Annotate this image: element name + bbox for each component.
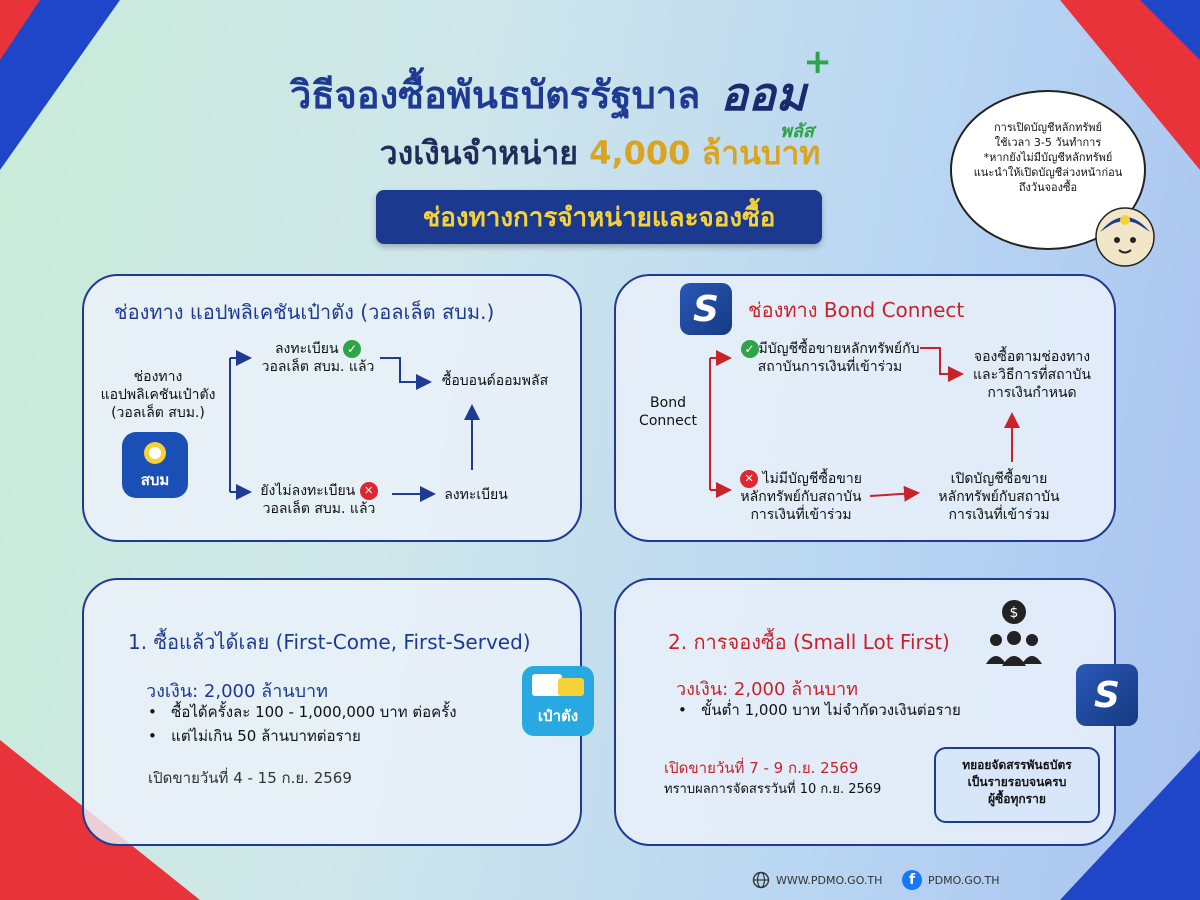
pao-tang-source-line-1: ช่องทาง (133, 369, 183, 385)
pao-tang-source-line-3: (วอลเล็ต สบม.) (111, 405, 205, 421)
open-account-line-1: เปิดบัญชีซื้อขาย (950, 471, 1048, 487)
bubble-line-1: การเปิดบัญชีหลักทรัพย์ (994, 121, 1102, 134)
small-lot-bullet-1: • ขั้นต่ำ 1,000 บาท ไม่จำกัดวงเงินต่อราย (678, 701, 961, 719)
reserve-line-3: การเงินกำหนด (987, 385, 1077, 401)
footer-website[interactable]: WWW.PDMO.GO.TH (752, 871, 882, 889)
subtitle-prefix: วงเงินจำหน่าย (379, 134, 579, 172)
facebook-text: PDMO.GO.TH (928, 873, 1000, 887)
first-come-bullet-1-text: ซื้อได้ครั้งละ 100 - 1,000,000 บาท ต่อคร… (171, 703, 457, 721)
reserve-line-2: และวิธีการที่สถาบัน (973, 367, 1091, 383)
bond-connect-source: Bond Connect (628, 394, 708, 430)
logo-sub: พลัส (780, 121, 814, 142)
no-account-line-2: หลักทรัพย์กับสถาบัน (740, 489, 862, 505)
check-icon: ✓ (740, 340, 759, 358)
bubble-line-4: แนะนำให้เปิดบัญชีล่วงหน้าก่อน (973, 166, 1123, 179)
first-come-amount: วงเงิน: 2,000 ล้านบาท (146, 681, 329, 702)
aom-plus-logo: ออม + พลัส (720, 42, 832, 142)
subtitle-amount: 4,000 ล้านบาท (589, 134, 821, 172)
first-come-bullet-1: • ซื้อได้ครั้งละ 100 - 1,000,000 บาท ต่อ… (148, 703, 457, 721)
not-registered-line-2: วอลเล็ต สบม. แล้ว (262, 501, 376, 517)
register-step: ลงทะเบียน (444, 487, 508, 503)
no-account-step: ✕ ไม่มีบัญชีซื้อขาย หลักทรัพย์กับสถาบัน … (726, 470, 876, 524)
bond-connect-source-line-2: Connect (639, 413, 697, 429)
qr-icon (532, 674, 562, 696)
website-text: WWW.PDMO.GO.TH (776, 873, 883, 887)
first-come-sale-period: เปิดขายวันที่ 4 - 15 ก.ย. 2569 (148, 769, 352, 787)
first-come-bullets: • ซื้อได้ครั้งละ 100 - 1,000,000 บาท ต่อ… (148, 700, 457, 748)
bond-connect-source-line-1: Bond (650, 395, 686, 411)
no-account-line-1: ไม่มีบัญชีซื้อขาย (762, 471, 862, 487)
bubble-line-5: ถึงวันจองซื้อ (1018, 181, 1078, 194)
pao-tang-source-line-2: แอปพลิเคชันเป๋าตัง (100, 387, 216, 403)
check-icon: ✓ (343, 340, 362, 358)
bond-connect-logo: S (1076, 664, 1138, 726)
svg-text:$: $ (1010, 605, 1019, 621)
has-account-step: ✓มีบัญชีซื้อขายหลักทรัพย์กับ สถาบันการเง… (730, 340, 930, 376)
pao-tang-app-icon: เป๋าตัง (522, 666, 594, 736)
bubble-line-2: ใช้เวลา 3-5 วันทำการ (994, 136, 1102, 149)
investors-money-icon: $ (986, 600, 1042, 666)
footer-facebook[interactable]: f PDMO.GO.TH (902, 870, 1000, 890)
cross-icon: ✕ (740, 470, 759, 488)
has-account-line-1: มีบัญชีซื้อขายหลักทรัพย์กับ (758, 341, 920, 357)
pao-tang-source: ช่องทาง แอปพลิเคชันเป๋าตัง (วอลเล็ต สบม.… (92, 368, 224, 422)
page-title: วิธีจองซื้อพันธบัตรรัฐบาล ออม + พลัส (290, 42, 832, 142)
no-account-line-3: การเงินที่เข้าร่วม (750, 507, 852, 523)
plus-icon: + (803, 42, 832, 82)
open-account-line-3: การเงินที่เข้าร่วม (948, 507, 1050, 523)
cross-icon: ✕ (359, 482, 378, 500)
not-registered-line-1: ยังไม่ลงทะเบียน (260, 483, 356, 499)
allocation-note: ทยอยจัดสรรพันธบัตร เป็นรายรอบจนครบ ผู้ซื… (934, 747, 1100, 823)
sbm-app-label: สบม (140, 471, 170, 489)
small-lot-bullet-1-text: ขั้นต่ำ 1,000 บาท ไม่จำกัดวงเงินต่อราย (701, 701, 961, 719)
first-come-bullet-2-text: แต่ไม่เกิน 50 ล้านบาทต่อราย (171, 727, 361, 745)
allocation-note-line-2: เป็นรายรอบจนครบ (967, 775, 1067, 789)
small-lot-method-title: 2. การจองซื้อ (Small Lot First) (668, 630, 950, 654)
pao-tang-channel-title: ช่องทาง แอปพลิเคชันเป๋าตัง (วอลเล็ต สบม.… (114, 300, 495, 324)
facebook-icon: f (902, 870, 922, 890)
allocation-note-line-1: ทยอยจัดสรรพันธบัตร (962, 758, 1072, 772)
bond-connect-channel-title: ช่องทาง Bond Connect (748, 298, 965, 322)
pao-tang-not-registered: ยังไม่ลงทะเบียน ✕ วอลเล็ต สบม. แล้ว (244, 482, 394, 518)
buy-bond-step: ซื้อบอนด์ออมพลัส (441, 373, 549, 389)
allocation-note-line-3: ผู้ซื้อทุกราย (988, 792, 1046, 806)
open-account-line-2: หลักทรัพย์กับสถาบัน (938, 489, 1060, 505)
reserve-line-1: จองซื้อตามช่องทาง (973, 349, 1091, 365)
registered-line-1: ลงทะเบียน (274, 341, 339, 357)
channels-banner: ช่องทางการจำหน่ายและจองซื้อ (376, 190, 822, 244)
registered-line-2: วอลเล็ต สบม. แล้ว (261, 359, 375, 375)
sbm-app-icon: สบม (122, 432, 188, 498)
mascot-icon (1095, 207, 1155, 267)
pao-tang-registered: ลงทะเบียน ✓ วอลเล็ต สบม. แล้ว (248, 340, 388, 376)
subtitle: วงเงินจำหน่าย 4,000 ล้านบาท (0, 128, 1200, 179)
globe-icon (752, 871, 770, 889)
first-come-method-title: 1. ซื้อแล้วได้เลย (First-Come, First-Ser… (128, 630, 531, 654)
small-lot-result-date: ทราบผลการจัดสรรวันที่ 10 ก.ย. 2569 (664, 782, 882, 797)
bond-connect-logo: S (680, 283, 732, 335)
open-account-step: เปิดบัญชีซื้อขาย หลักทรัพย์กับสถาบัน การ… (924, 470, 1074, 524)
bubble-line-3: *หากยังไม่มีบัญชีหลักทรัพย์ (983, 151, 1113, 164)
first-come-bullet-2: • แต่ไม่เกิน 50 ล้านบาทต่อราย (148, 727, 361, 745)
pao-tang-app-label: เป๋าตัง (537, 707, 579, 725)
corner-decoration-top-left (0, 0, 120, 170)
wallet-card-icon (558, 678, 584, 696)
corner-decoration-top-right (1060, 0, 1200, 170)
logo-text: ออม (720, 67, 806, 121)
title-text: วิธีจองซื้อพันธบัตรรัฐบาล (290, 73, 701, 117)
small-lot-amount: วงเงิน: 2,000 ล้านบาท (676, 679, 859, 700)
has-account-line-2: สถาบันการเงินที่เข้าร่วม (757, 359, 903, 375)
corner-decoration-bottom-right (1060, 750, 1200, 900)
small-lot-sale-period: เปิดขายวันที่ 7 - 9 ก.ย. 2569 (664, 759, 859, 777)
reserve-step: จองซื้อตามช่องทาง และวิธีการที่สถาบัน กา… (962, 348, 1102, 402)
coin-icon (144, 442, 166, 464)
